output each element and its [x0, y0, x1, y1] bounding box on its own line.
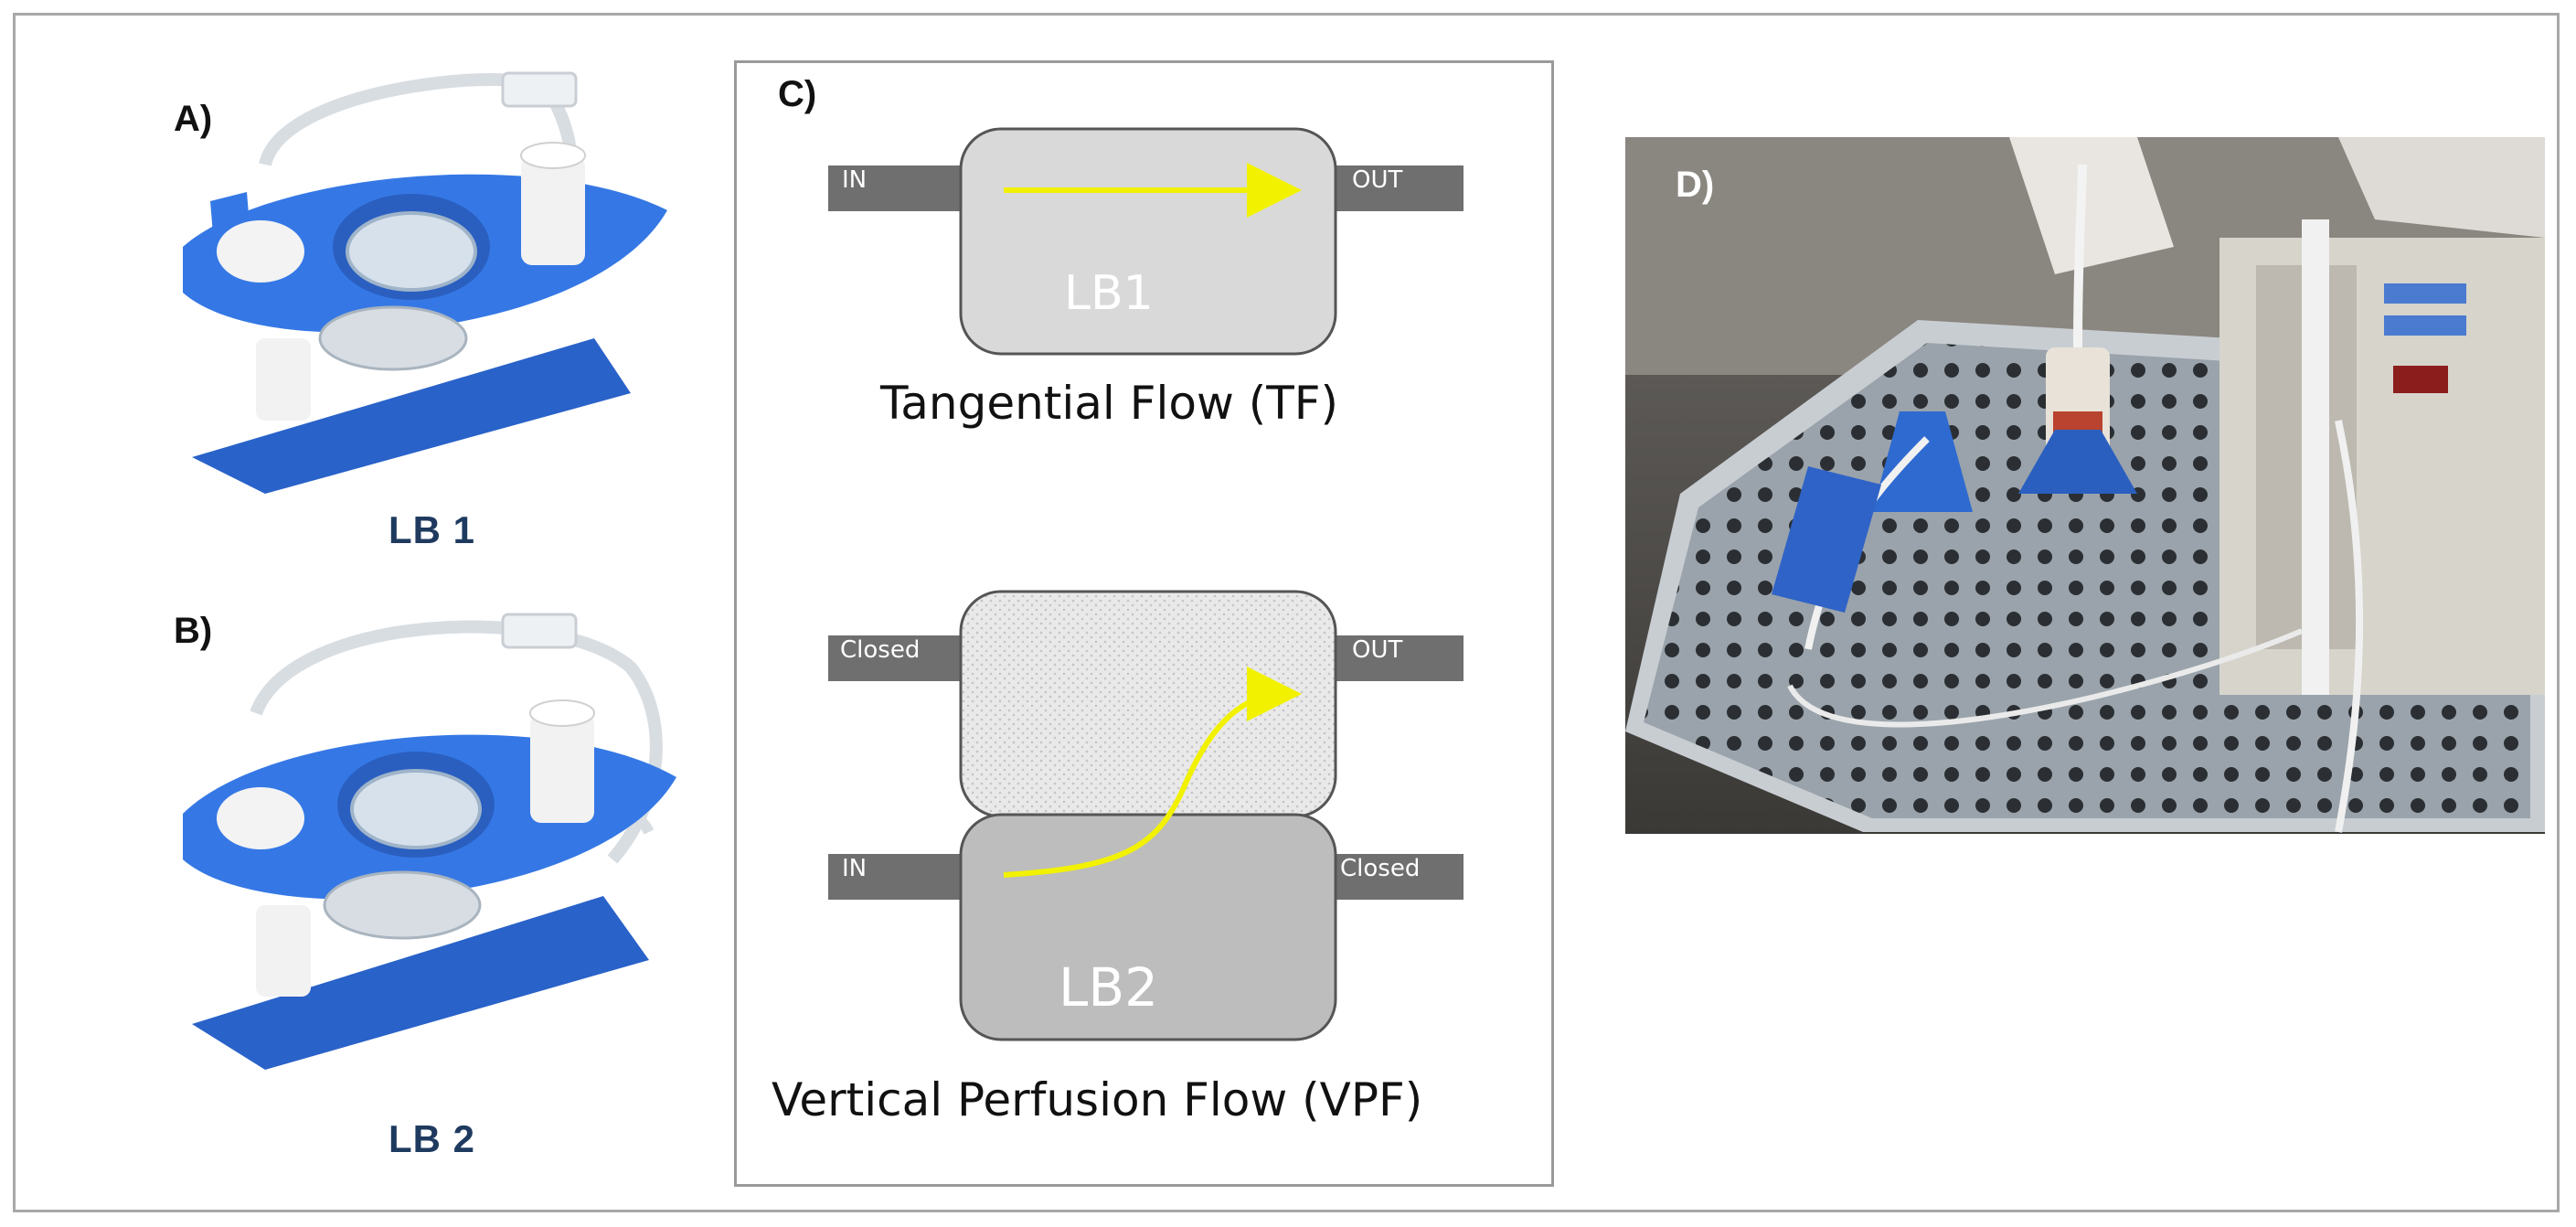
lb2-caption: LB 2 [389, 1117, 476, 1160]
vpf-top-right-port [1326, 635, 1464, 681]
vpf-top-right-label: OUT [1352, 636, 1403, 664]
panel-c-label: C) [778, 74, 817, 114]
tf-chamber [959, 127, 1337, 356]
flow-diagram [828, 127, 1464, 1041]
tf-in-label: IN [842, 166, 868, 194]
lb1-caption: LB 1 [389, 508, 476, 551]
vpf-bottom-left-label: IN [842, 855, 868, 882]
vpf-caption: Vertical Perfusion Flow (VPF) [772, 1073, 1423, 1126]
tf-outlet-port [1326, 165, 1464, 211]
vpf-bottom-left-port [828, 854, 965, 900]
tf-chamber-label: LB1 [1064, 266, 1154, 321]
panel-d-label: D) [1676, 165, 1715, 205]
tf-caption: Tangential Flow (TF) [880, 377, 1339, 430]
device-lb1-image [183, 71, 667, 494]
vpf-upper-chamber [959, 590, 1337, 818]
vpf-bottom-right-label: Closed [1340, 855, 1421, 882]
panel-a-label: A) [174, 99, 213, 139]
vpf-flow-arrow [1003, 667, 1302, 878]
panel-c-box: C) IN OUT LB1 Tangential Flow (TF) Close [734, 60, 1554, 1187]
vpf-bottom-right-port [1326, 854, 1464, 900]
tf-inlet-port [828, 165, 965, 211]
panel-b-label: B) [174, 611, 213, 651]
lab-setup-photo: D) [1625, 137, 2545, 834]
device-lb2-image [183, 613, 676, 1070]
vpf-top-left-label: Closed [840, 636, 921, 664]
tf-out-label: OUT [1352, 166, 1403, 194]
vpf-chamber-label: LB2 [1059, 956, 1159, 1019]
vpf-top-left-port [828, 635, 965, 681]
